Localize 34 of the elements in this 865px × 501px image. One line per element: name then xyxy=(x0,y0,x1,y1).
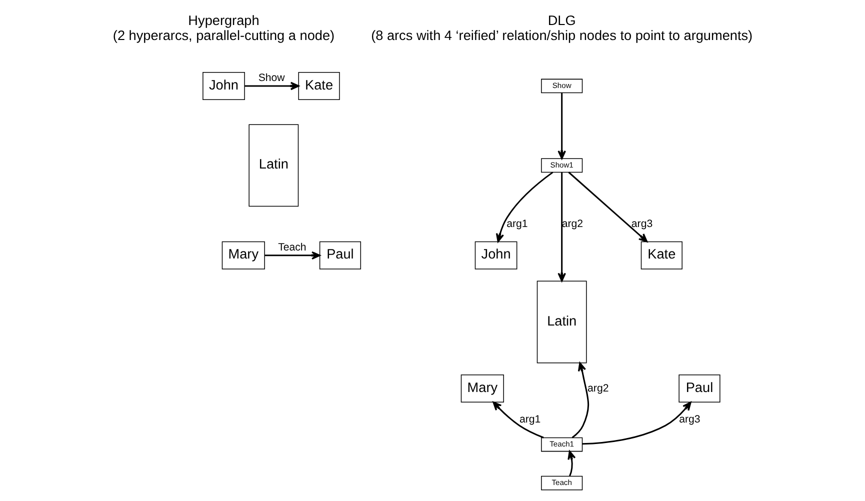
edge-label: arg2 xyxy=(562,218,584,230)
node-box: John xyxy=(202,72,245,100)
arrow xyxy=(568,172,648,242)
arrow xyxy=(558,172,566,282)
node-box: Teach1 xyxy=(541,437,583,452)
arrow xyxy=(244,82,300,90)
label: DLG (8 arcs with 4 ‘reified’ relation/ship nodes to point to arguments) xyxy=(371,13,753,44)
edge-label: Show xyxy=(258,72,285,84)
node-box: Teach xyxy=(541,476,583,490)
node-box: Show1 xyxy=(541,158,583,173)
edge-label: arg2 xyxy=(588,382,609,394)
edge-label: Teach xyxy=(278,241,306,254)
node-box: Mary xyxy=(222,241,265,270)
edge-label: arg3 xyxy=(679,414,700,426)
arrow xyxy=(496,172,554,242)
node-box: Kate xyxy=(640,241,682,270)
label: Hypergraph (2 hyperarcs, parallel-cutting a node) xyxy=(112,13,335,44)
node-box: Show xyxy=(541,78,583,94)
node-box: Latin xyxy=(536,280,587,364)
node-box: Kate xyxy=(298,72,340,100)
arrow xyxy=(492,402,544,438)
edge-label: arg1 xyxy=(506,218,528,230)
arrow xyxy=(558,92,566,160)
node-box: Latin xyxy=(248,124,299,207)
arrow xyxy=(582,402,692,445)
arrow xyxy=(568,450,576,476)
edge-label: arg1 xyxy=(519,414,541,426)
node-box: Paul xyxy=(678,374,720,403)
arrow xyxy=(264,251,320,260)
node-box: Mary xyxy=(460,374,504,403)
edge-label: arg3 xyxy=(631,218,653,230)
arrow xyxy=(572,362,590,438)
node-box: Paul xyxy=(319,241,362,270)
node-box: John xyxy=(474,241,518,270)
